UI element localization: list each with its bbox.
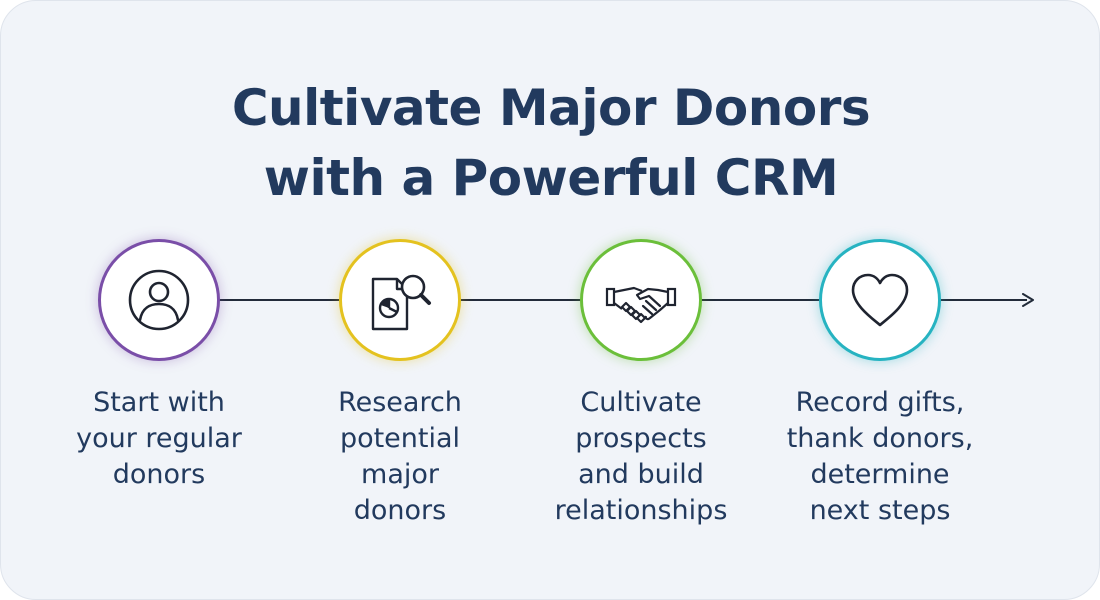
step-4-label: Record gifts, thank donors, determine ne… <box>786 387 974 526</box>
step-3-circle <box>580 239 702 361</box>
step-1-label: Start with your regular donors <box>76 387 242 490</box>
step-2-circle <box>339 239 461 361</box>
title-line-2: with a Powerful CRM <box>263 149 839 207</box>
step-3-label: Cultivate prospects and build relationsh… <box>554 387 728 526</box>
page-title: Cultivate Major Donors with a Powerful C… <box>1 73 1100 213</box>
title-line-1: Cultivate Major Donors <box>231 79 871 137</box>
step-1-circle <box>98 239 220 361</box>
step-4-circle <box>819 239 941 361</box>
person-icon <box>128 269 190 331</box>
arrow-head-icon <box>1022 293 1034 307</box>
research-document-icon <box>371 274 431 331</box>
handshake-icon <box>605 286 677 324</box>
heart-icon <box>851 273 909 327</box>
step-2-label: Research potential major donors <box>338 387 462 526</box>
